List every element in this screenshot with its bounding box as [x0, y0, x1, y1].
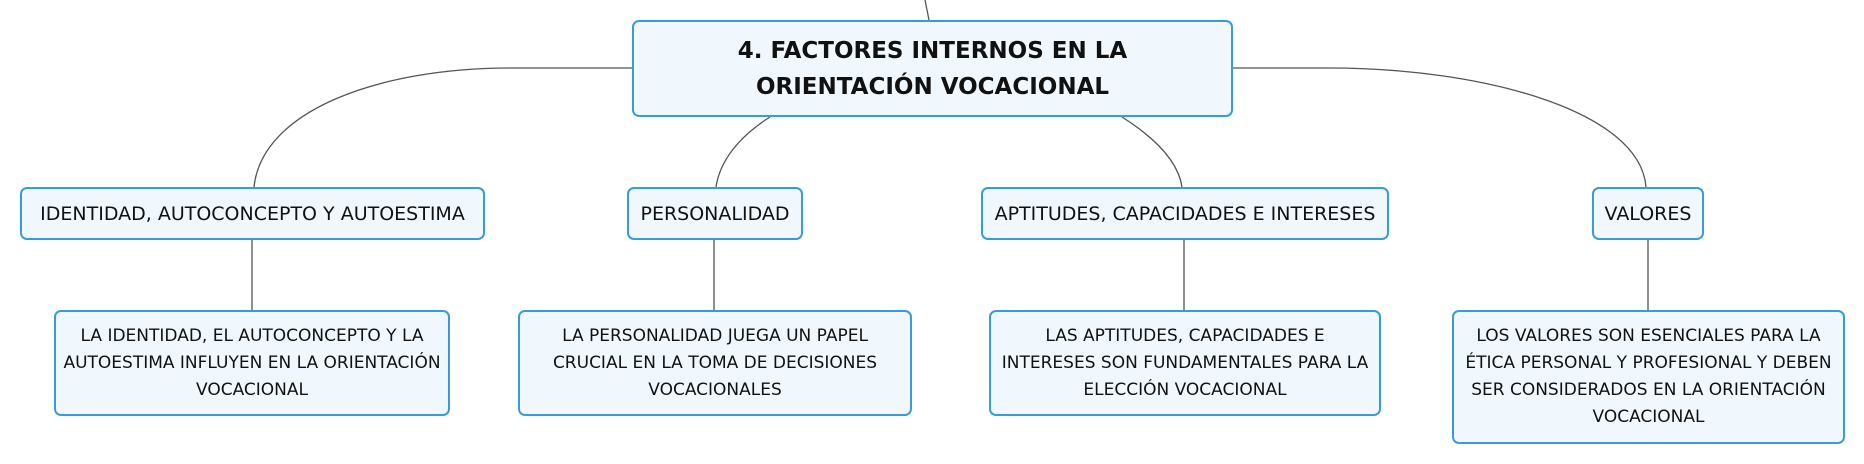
detail-identidad-text: LA IDENTIDAD, EL AUTOCONCEPTO Y LA AUTOE… [63, 325, 441, 400]
branch-valores-label: VALORES [1604, 202, 1692, 225]
branch-personalidad-label: PERSONALIDAD [640, 202, 790, 225]
detail-valores[interactable]: LOS VALORES SON ESENCIALES PARA LA ÉTICA… [1452, 310, 1845, 444]
root-topic-label: 4. FACTORES INTERNOS EN LA ORIENTACIÓN V… [737, 37, 1128, 100]
detail-aptitudes[interactable]: LAS APTITUDES, CAPACIDADES E INTERESES S… [989, 310, 1381, 416]
branch-valores[interactable]: VALORES [1592, 187, 1704, 240]
branch-aptitudes-label: APTITUDES, CAPACIDADES E INTERESES [994, 202, 1376, 225]
connector-root-valores [1233, 67, 1647, 188]
branch-aptitudes[interactable]: APTITUDES, CAPACIDADES E INTERESES [981, 187, 1389, 240]
detail-personalidad[interactable]: LA PERSONALIDAD JUEGA UN PAPEL CRUCIAL E… [518, 310, 912, 416]
root-topic[interactable]: 4. FACTORES INTERNOS EN LA ORIENTACIÓN V… [632, 20, 1233, 117]
connector-root-aptitudes [1121, 116, 1183, 188]
detail-personalidad-text: LA PERSONALIDAD JUEGA UN PAPEL CRUCIAL E… [552, 325, 878, 400]
connector-root-personalidad [715, 116, 771, 188]
detail-valores-text: LOS VALORES SON ESENCIALES PARA LA ÉTICA… [1465, 326, 1832, 427]
branch-identidad[interactable]: IDENTIDAD, AUTOCONCEPTO Y AUTOESTIMA [20, 187, 485, 240]
detail-aptitudes-text: LAS APTITUDES, CAPACIDADES E INTERESES S… [1001, 325, 1369, 400]
connector-root-identidad [253, 67, 634, 188]
connector-parent-root [924, 0, 930, 21]
branch-identidad-label: IDENTIDAD, AUTOCONCEPTO Y AUTOESTIMA [40, 202, 465, 225]
detail-identidad[interactable]: LA IDENTIDAD, EL AUTOCONCEPTO Y LA AUTOE… [54, 310, 450, 416]
branch-personalidad[interactable]: PERSONALIDAD [627, 187, 803, 240]
